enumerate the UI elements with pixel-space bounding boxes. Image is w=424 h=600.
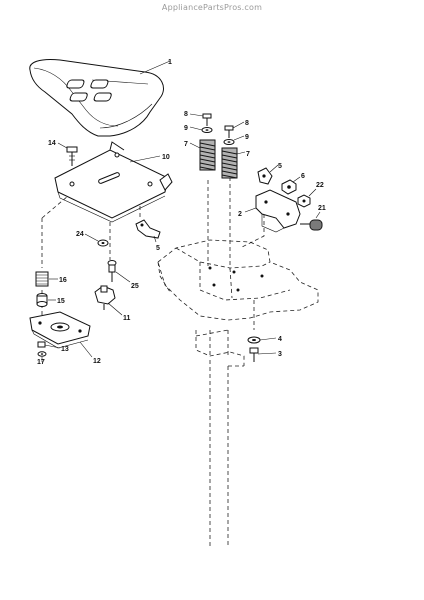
nut-22 bbox=[297, 194, 311, 208]
bracket-2 bbox=[255, 189, 301, 233]
callout-16: 16 bbox=[59, 277, 67, 284]
callout-7-left: 7 bbox=[184, 141, 188, 148]
clip-5-right bbox=[257, 167, 273, 185]
frame-uprights bbox=[195, 329, 245, 548]
screw-8-left bbox=[202, 113, 212, 126]
spring-7-left bbox=[199, 139, 216, 171]
callout-11: 11 bbox=[123, 315, 131, 322]
callout-9-right: 9 bbox=[245, 134, 249, 141]
washer-24 bbox=[97, 239, 109, 247]
callout-22: 22 bbox=[316, 182, 324, 189]
callout-21: 21 bbox=[318, 205, 326, 212]
washer-9-left bbox=[201, 127, 213, 133]
washer-17 bbox=[37, 351, 47, 357]
bolt-14 bbox=[66, 146, 78, 166]
washer-9-right bbox=[223, 139, 235, 145]
callout-3: 3 bbox=[278, 351, 282, 358]
callout-9-left: 9 bbox=[184, 125, 188, 132]
spring-16 bbox=[35, 271, 49, 287]
bracket-12 bbox=[29, 311, 91, 349]
knob-21 bbox=[300, 219, 323, 231]
nut-13 bbox=[37, 341, 46, 348]
seat bbox=[29, 59, 164, 137]
callout-15: 15 bbox=[57, 298, 65, 305]
bolt-25 bbox=[107, 260, 117, 282]
callout-10: 10 bbox=[162, 154, 170, 161]
spring-7-right bbox=[221, 147, 238, 179]
callout-7-right: 7 bbox=[246, 151, 250, 158]
bushing-15 bbox=[36, 293, 48, 307]
fender-frame bbox=[157, 239, 319, 321]
callout-8-right: 8 bbox=[245, 120, 249, 127]
nut-6 bbox=[281, 179, 297, 195]
callout-1: 1 bbox=[168, 59, 172, 66]
callout-2: 2 bbox=[238, 211, 242, 218]
callout-12: 12 bbox=[93, 358, 101, 365]
callout-13: 13 bbox=[61, 346, 69, 353]
callout-6: 6 bbox=[301, 173, 305, 180]
seat-pan bbox=[54, 141, 173, 223]
knob-11 bbox=[94, 285, 116, 310]
watermark: AppliancePartsPros.com bbox=[161, 3, 263, 12]
washer-4 bbox=[247, 336, 261, 344]
callout-8-left: 8 bbox=[184, 111, 188, 118]
callout-25: 25 bbox=[131, 283, 139, 290]
bolt-3 bbox=[249, 347, 259, 362]
callout-4: 4 bbox=[278, 336, 282, 343]
callout-24: 24 bbox=[76, 231, 84, 238]
clip-5-left bbox=[135, 219, 161, 239]
screw-8-right bbox=[224, 125, 234, 138]
callout-5-right: 5 bbox=[278, 163, 282, 170]
callout-5-left: 5 bbox=[156, 245, 160, 252]
callout-14: 14 bbox=[48, 140, 56, 147]
callout-17: 17 bbox=[37, 359, 45, 366]
